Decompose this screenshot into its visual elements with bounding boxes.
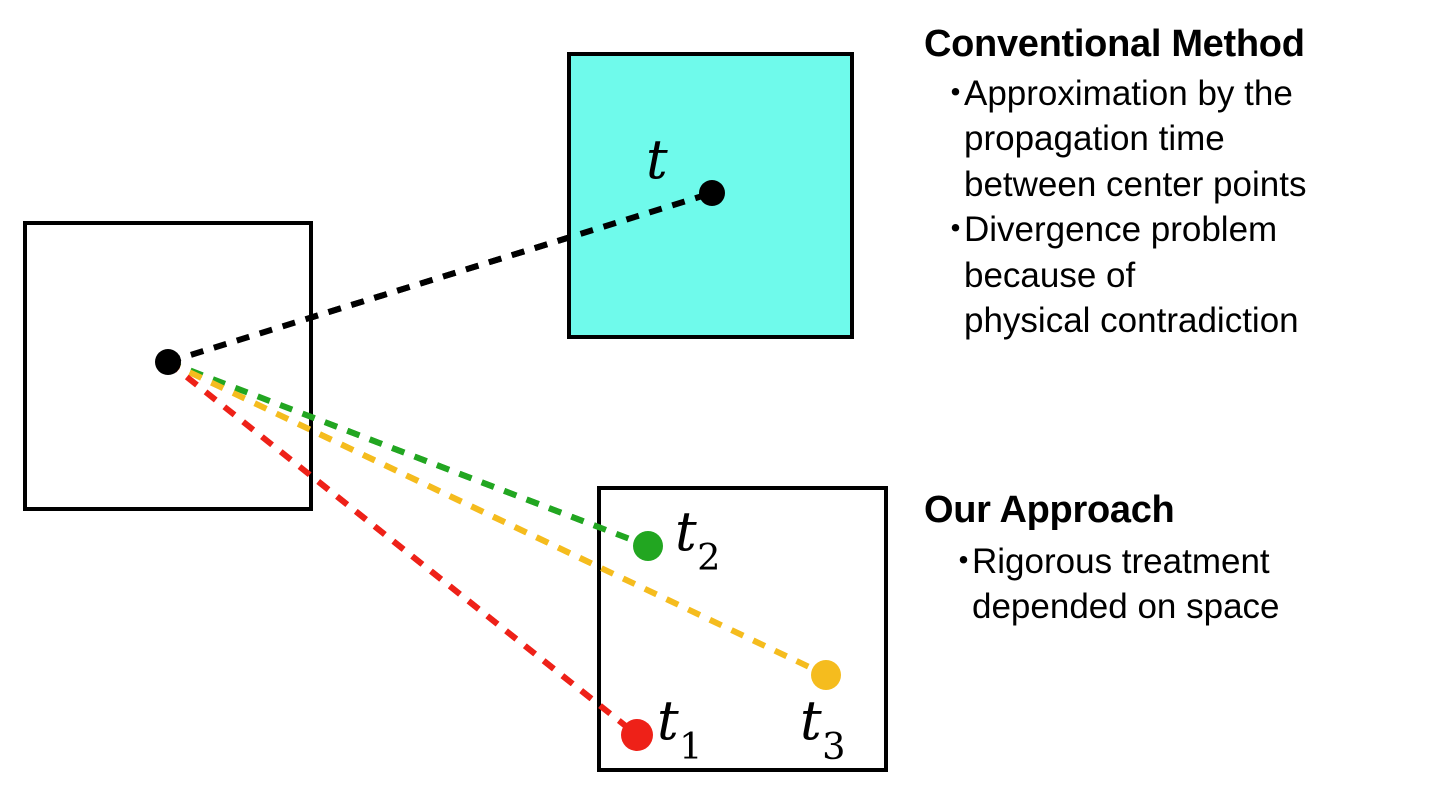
time-label-t1: t1 — [657, 689, 703, 768]
our-approach-bullet-list: ・Rigorous treatment depended on space — [924, 539, 1280, 630]
section-our-approach: Our Approach ・Rigorous treatment depende… — [924, 488, 1280, 630]
bullet-marker-icon: ・ — [938, 73, 974, 113]
conventional-target-box — [567, 52, 854, 339]
bullet-text: Approximation by the propagation time be… — [964, 73, 1307, 204]
explanation-panel: Conventional Method ・Approximation by th… — [924, 22, 1440, 722]
time-label-t: t — [646, 128, 668, 191]
sample-point-3 — [811, 660, 841, 690]
heading-our-approach: Our Approach — [924, 489, 1175, 531]
heading-conventional-method: Conventional Method — [924, 23, 1305, 65]
bullet-text: Rigorous treatment depended on space — [972, 541, 1280, 627]
bullet-text: Divergence problem because of physical c… — [964, 210, 1299, 341]
bullet-item: ・Approximation by the propagation time b… — [924, 71, 1306, 208]
propagation-diagram — [23, 52, 888, 772]
conventional-center-point — [699, 180, 725, 206]
conventional-method-bullet-list: ・Approximation by the propagation time b… — [924, 71, 1306, 344]
bullet-marker-icon: ・ — [938, 210, 974, 250]
source-center-point — [155, 349, 181, 375]
time-label-t3: t3 — [800, 689, 846, 768]
bullet-item: ・Divergence problem because of physical … — [924, 207, 1306, 344]
bullet-item: ・Rigorous treatment depended on space — [924, 539, 1280, 630]
bullet-marker-icon: ・ — [946, 541, 982, 581]
time-label-t2: t2 — [675, 500, 721, 579]
ray-to-point-1-overlay — [166, 359, 639, 738]
ray-to-point-3-overlay — [166, 359, 828, 678]
sample-point-1 — [621, 719, 653, 751]
sample-point-2 — [633, 531, 663, 561]
section-conventional-method: Conventional Method ・Approximation by th… — [924, 22, 1306, 344]
